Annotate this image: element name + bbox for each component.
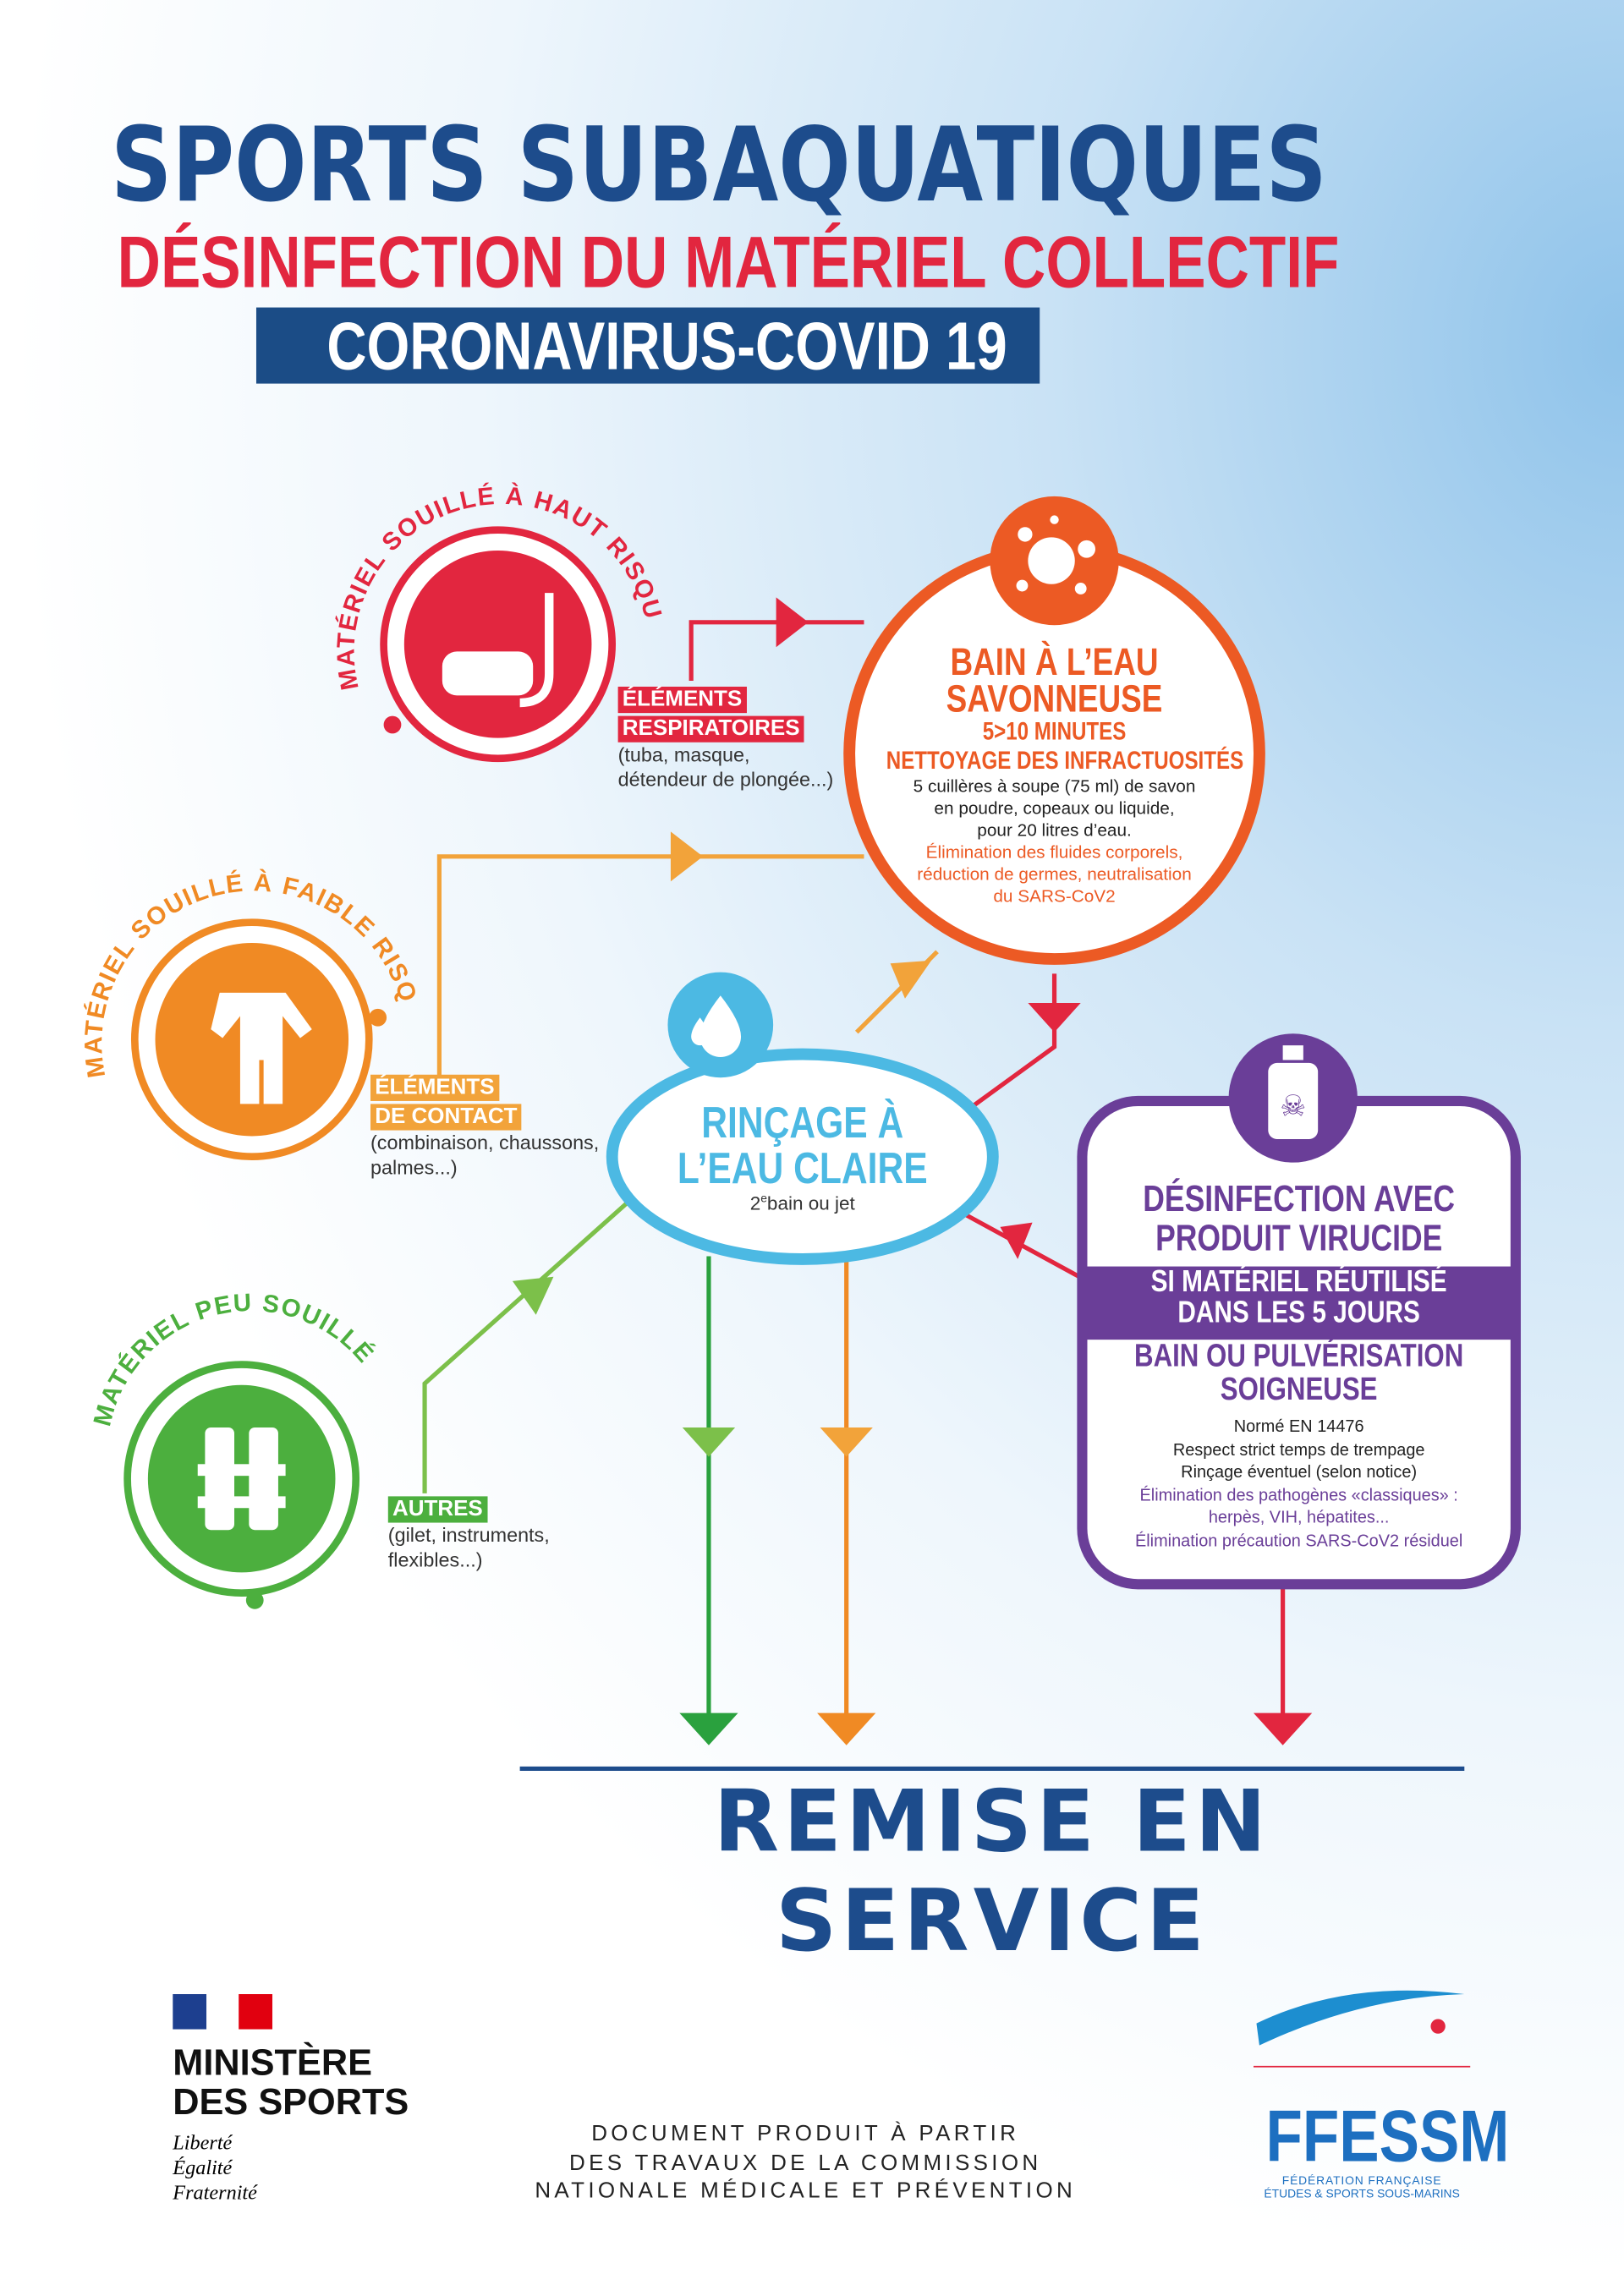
arrow-icon (890, 960, 932, 999)
connector-low-risk (436, 854, 864, 1077)
low-soil-badge (123, 1361, 360, 1609)
ministry-logo: MINISTÈRE DES SPORTS Liberté Égalité Fra… (173, 1994, 409, 2206)
rinse-ellipse (606, 1048, 999, 1265)
buoyancy-vest-icon (197, 1427, 286, 1531)
high-risk-info: ÉLÉMENTS RESPIRATOIRES (tuba, masque, dé… (617, 686, 834, 791)
arrow-icon (682, 1427, 736, 1457)
disinfection-text: DÉSINFECTION AVEC PRODUIT VIRUCIDE SI MA… (1134, 1178, 1464, 1550)
ffessm-logo: FFESSM FÉDÉRATION FRANÇAISE ÉTUDES & SPO… (1245, 1980, 1509, 2200)
rinse-text: RINÇAGE À L’EAU CLAIRE 2ebain ou jet (677, 1099, 928, 1214)
marianne-flag-icon (173, 1994, 273, 2030)
arrow-icon (776, 597, 809, 648)
wetsuit-icon (211, 992, 312, 1104)
page-title: SPORTS SUBAQUATIQUES (110, 105, 1327, 226)
svg-text:MATÉRIEL SOUILLÉ À FAIBLE RISQ: MATÉRIEL SOUILLÉ À FAIBLE RISQUE (0, 0, 423, 1080)
arrow-icon (820, 1427, 873, 1457)
disinfectant-bottle-icon: ☠ (1268, 1045, 1319, 1139)
low-risk-label: MATÉRIEL SOUILLÉ À FAIBLE RISQUE (0, 0, 421, 1080)
arrow-icon (512, 1276, 554, 1315)
arrow-icon (1028, 1002, 1081, 1033)
water-drop-icon (691, 995, 742, 1057)
arrow-icon (817, 1712, 876, 1745)
covid-banner: CORONAVIRUS-COVID 19 (255, 307, 1040, 384)
arrowheads (512, 597, 1313, 1745)
soap-bubbles-icon (1016, 515, 1096, 595)
wave-icon (1253, 1990, 1471, 2069)
high-risk-badge (380, 526, 617, 763)
low-soil-info: AUTRES (gilet, instruments, flexibles...… (387, 1496, 550, 1571)
arrow-icon (1000, 1222, 1033, 1259)
connector-low-soil (422, 1198, 632, 1493)
svg-text:☠: ☠ (1280, 1089, 1306, 1123)
arrow-icon (1253, 1712, 1313, 1745)
low-risk-info: ÉLÉMENTS DE CONTACT (combinaison, chauss… (370, 1074, 600, 1179)
bath-text: BAIN À L’EAU SAVONNEUSE 5>10 MINUTES NET… (886, 639, 1244, 907)
result-heading: REMISE EN SERVICE (713, 1771, 1271, 1971)
page-subtitle: DÉSINFECTION DU MATÉRIEL COLLECTIF (117, 221, 1340, 304)
low-risk-badge (130, 918, 387, 1161)
snorkel-mask-icon (442, 593, 554, 708)
arrow-icon (679, 1712, 738, 1745)
arrow-icon (670, 831, 704, 882)
